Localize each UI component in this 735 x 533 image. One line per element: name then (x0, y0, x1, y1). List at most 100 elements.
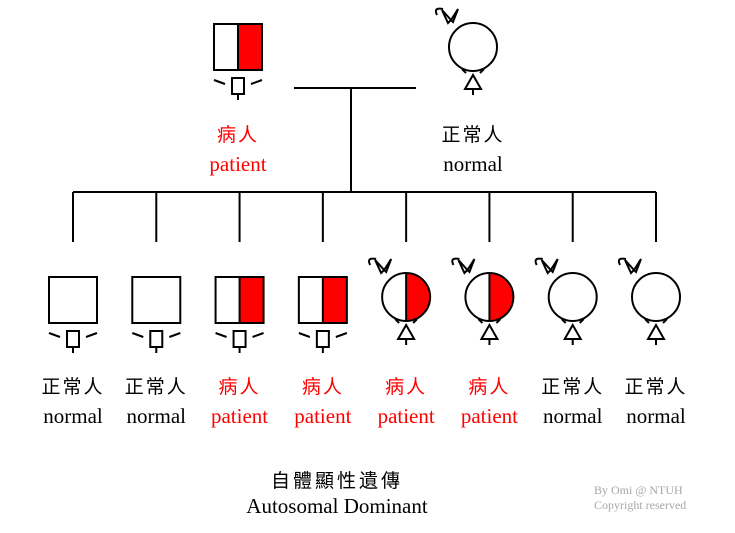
child-label-4: 病人 patient (263, 378, 383, 427)
label-chinese: 正常人 (441, 125, 505, 146)
skirt-arm-right (479, 68, 485, 74)
child-label-8: 正常人 normal (596, 378, 716, 427)
bow-right-loop (466, 258, 476, 274)
bow-tail (368, 257, 377, 266)
skirt-arm-right (412, 318, 418, 324)
male-symbol-body (149, 330, 164, 348)
child-2-male (131, 276, 182, 353)
male-arm-right (168, 332, 181, 338)
bow-left-loop (624, 259, 636, 275)
skirt-arm-right (579, 318, 585, 324)
male-arm-right (335, 332, 348, 338)
child-8-female (617, 257, 681, 345)
label-english: patient (460, 404, 518, 428)
bow-left-loop (374, 259, 386, 275)
skirt-arm-left (394, 318, 400, 324)
bow-left-loop (457, 259, 469, 275)
bow-tail (534, 257, 543, 266)
label-chinese: 正常人 (41, 377, 105, 398)
child-1-male (48, 276, 98, 353)
affected-half-fill (406, 273, 431, 321)
child-label-1: 正常人 normal (13, 378, 133, 427)
child-6-female (451, 257, 515, 345)
female-circle-outline (631, 272, 681, 322)
male-arm-left (48, 332, 61, 338)
label-english: patient (209, 152, 267, 176)
male-arm-left (131, 332, 144, 338)
male-arm-left (213, 79, 226, 85)
label-english: patient (377, 404, 435, 428)
label-english: normal (126, 404, 187, 428)
credit-author: By Omi @ NTUH (594, 483, 683, 497)
skirt-arm-left (461, 68, 467, 74)
skirt-triangle (562, 322, 583, 340)
bow-right-loop (632, 258, 642, 274)
male-square-fill (49, 277, 97, 323)
bow-left-loop (540, 259, 553, 275)
bow-right-loop (449, 8, 459, 24)
skirt-triangle (463, 72, 483, 90)
skirt-arm-left (644, 318, 650, 324)
label-english: normal (626, 404, 686, 428)
affected-half-fill (238, 24, 262, 70)
male-arm-left (298, 332, 311, 338)
label-english: normal (43, 404, 103, 428)
male-square-fill (132, 277, 181, 323)
male-arm-right (252, 332, 264, 338)
caption-english: Autosomal Dominant (246, 494, 428, 518)
label-english: patient (210, 404, 269, 428)
child-label-6: 病人 patient (429, 378, 549, 427)
female-circle-fill (632, 273, 680, 321)
skirt-triangle (396, 322, 416, 340)
child-4-male (297, 276, 348, 353)
label-english: patient (294, 404, 352, 428)
label-chinese: 正常人 (124, 377, 188, 398)
skirt-triangle (479, 322, 500, 340)
male-arm-right (85, 332, 98, 338)
affected-half-fill (239, 277, 264, 323)
male-square-outline (131, 276, 182, 324)
label-chinese: 病人 (216, 125, 259, 146)
label-chinese: 病人 (468, 377, 511, 398)
pedigree-lines (72, 87, 657, 242)
label-chinese: 病人 (385, 377, 428, 398)
female-circle-outline (547, 272, 598, 322)
child-5-female (368, 257, 432, 345)
affected-half-fill (489, 273, 514, 321)
child-label-7: 正常人 normal (513, 378, 633, 427)
label-chinese: 病人 (301, 377, 344, 398)
male-arm-right (250, 79, 263, 85)
label-chinese: 正常人 (624, 377, 688, 398)
parent-female (434, 7, 498, 95)
child-label-2: 正常人 normal (96, 378, 216, 427)
male-square-outline (48, 276, 98, 324)
male-arm-left (215, 332, 227, 338)
parent-label-female: 正常人 normal (413, 126, 533, 175)
caption-chinese: 自體顯性遺傳 (270, 471, 403, 492)
female-circle-fill (449, 23, 497, 71)
parent-label-male: 病人 patient (178, 126, 298, 175)
label-english: normal (443, 152, 503, 176)
parent-male (213, 23, 263, 100)
skirt-arm-right (662, 318, 668, 324)
child-label-3: 病人 patient (180, 378, 300, 427)
male-symbol-body (66, 330, 80, 348)
bow-tail (451, 257, 460, 266)
child-label-5: 病人 patient (346, 378, 466, 427)
child-7-female (534, 257, 598, 345)
bow-right-loop (382, 258, 393, 274)
male-symbol-body (232, 330, 247, 348)
bow-tail (434, 7, 444, 16)
female-circle-outline (448, 22, 498, 72)
bow-tail (617, 257, 627, 266)
bow-left-loop (441, 9, 453, 25)
male-symbol-body (231, 77, 245, 95)
label-chinese: 正常人 (541, 377, 605, 398)
label-english: normal (542, 404, 603, 428)
female-circle-fill (548, 273, 597, 321)
male-symbol-body (315, 330, 330, 348)
label-chinese: 病人 (218, 377, 261, 398)
child-3-male (214, 276, 265, 353)
